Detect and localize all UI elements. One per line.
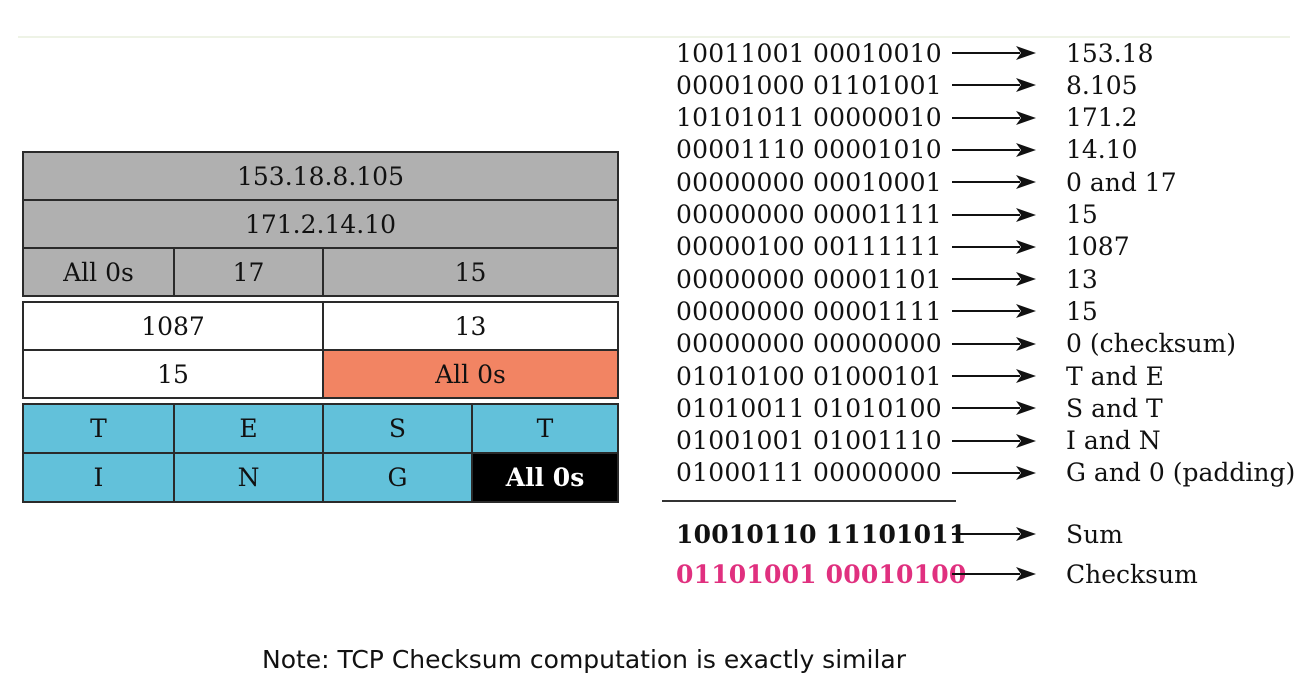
computation-row: 01000111 00000000 G and 0 (padding)	[676, 458, 1295, 488]
data-cell: G	[322, 454, 471, 501]
computation-row: 00000100 00111111 1087	[676, 232, 1130, 262]
decimal-value: S and T	[1066, 393, 1163, 423]
computation-row: 01010100 01000101 T and E	[676, 361, 1164, 391]
length-checksum-row: 15 All 0s	[24, 349, 617, 397]
computation-row: 10101011 00000010 171.2	[676, 103, 1138, 133]
checksum-row: 01101001 00010100 Checksum	[676, 559, 1198, 589]
data-cell: E	[173, 405, 322, 452]
decimal-value: 171.2	[1066, 103, 1138, 133]
binary-value: 01010011 01010100	[676, 393, 942, 423]
decimal-value: G and 0 (padding)	[1066, 458, 1296, 488]
computation-row: 01010011 01010100 S and T	[676, 393, 1163, 423]
computation-row: 00000000 00001111 15	[676, 200, 1098, 230]
binary-value: 00000000 00010001	[676, 167, 942, 197]
decimal-value: 13	[1066, 264, 1098, 294]
computation-row: 00001000 01101001 8.105	[676, 70, 1138, 100]
dest-port-cell: 13	[322, 303, 617, 349]
decimal-value: 14.10	[1066, 135, 1138, 165]
data-row-2: I N G All 0s	[24, 452, 617, 501]
decimal-value: 1087	[1066, 232, 1130, 262]
binary-value: 00001000 01101001	[676, 70, 942, 100]
top-divider	[18, 36, 1290, 38]
protocol-cell: 17	[173, 249, 322, 295]
arrow-icon	[950, 426, 1036, 456]
binary-value: 01000111 00000000	[676, 458, 942, 488]
decimal-value: 8.105	[1066, 70, 1138, 100]
decimal-value: I and N	[1066, 426, 1161, 456]
length-cell: 15	[322, 249, 617, 295]
decimal-value: 0 and 17	[1066, 167, 1177, 197]
sum-divider	[662, 500, 956, 502]
arrow-icon	[950, 167, 1036, 197]
dest-ip-cell: 171.2.14.10	[244, 209, 397, 239]
binary-value: 10011001 00010010	[676, 38, 942, 68]
arrow-icon	[950, 329, 1036, 359]
decimal-value: 153.18	[1066, 38, 1154, 68]
binary-value: 00000000 00001111	[676, 296, 942, 326]
arrow-icon	[950, 559, 1036, 589]
binary-value: 00000000 00000000	[676, 329, 942, 359]
protocol-row: All 0s 17 15	[24, 247, 617, 295]
arrow-icon	[950, 361, 1036, 391]
arrow-icon	[950, 38, 1036, 68]
data-cell: N	[173, 454, 322, 501]
binary-value: 00000000 00001101	[676, 264, 942, 294]
computation-row: 00000000 00001111 15	[676, 296, 1098, 326]
dest-ip-row: 171.2.14.10	[24, 199, 617, 247]
checksum-bits: 01101001 00010100	[676, 559, 967, 589]
data-row-1: T E S T	[24, 405, 617, 452]
data-cell: S	[322, 405, 471, 452]
computation-row: 01001001 01001110 I and N	[676, 426, 1161, 456]
binary-value: 01010100 01000101	[676, 361, 942, 391]
source-port-cell: 1087	[141, 311, 205, 341]
arrow-icon	[950, 393, 1036, 423]
sum-bits: 10010110 11101011	[676, 519, 967, 549]
data-table: T E S T I N G All 0s	[22, 403, 619, 503]
binary-value: 00000000 00001111	[676, 200, 942, 229]
udp-length-cell: 15	[157, 359, 189, 389]
source-ip-row: 153.18.8.105	[24, 153, 617, 199]
computation-row: 10011001 00010010 153.18	[676, 38, 1153, 68]
checksum-label: Checksum	[1066, 559, 1198, 589]
pseudo-header-table: 153.18.8.105 171.2.14.10 All 0s 17 15	[22, 151, 619, 297]
footnote: Note: TCP Checksum computation is exactl…	[262, 645, 906, 674]
data-cell: T	[471, 405, 617, 452]
binary-value: 00000100 00111111	[676, 232, 942, 262]
arrow-icon	[950, 519, 1036, 549]
arrow-icon	[950, 70, 1036, 100]
arrow-icon	[950, 232, 1036, 262]
checksum-field-cell: All 0s	[322, 351, 617, 397]
computation-row: 00001110 00001010 14.10	[676, 135, 1138, 165]
decimal-value: 0 (checksum)	[1066, 329, 1237, 359]
decimal-value: 15	[1066, 200, 1098, 229]
arrow-icon	[950, 458, 1036, 488]
computation-row: 00000000 00010001 0 and 17	[676, 167, 1177, 197]
padding-cell: All 0s	[471, 454, 617, 501]
binary-value: 10101011 00000010	[676, 103, 942, 133]
computation-row: 00000000 00001101 13	[676, 264, 1098, 294]
sum-label: Sum	[1066, 519, 1123, 549]
decimal-value: T and E	[1066, 361, 1164, 391]
ports-row: 1087 13	[24, 303, 617, 349]
arrow-icon	[950, 200, 1036, 230]
udp-header-table: 1087 13 15 All 0s	[22, 301, 619, 399]
sum-row: 10010110 11101011 Sum	[676, 519, 1123, 549]
arrow-icon	[950, 103, 1036, 133]
zeros-cell: All 0s	[63, 257, 134, 287]
binary-value: 01001001 01001110	[676, 426, 942, 456]
computation-row: 00000000 00000000 0 (checksum)	[676, 329, 1236, 359]
arrow-icon	[950, 135, 1036, 165]
data-cell: T	[90, 414, 107, 443]
binary-value: 00001110 00001010	[676, 135, 942, 165]
arrow-icon	[950, 296, 1036, 326]
data-cell: I	[93, 463, 104, 492]
source-ip-cell: 153.18.8.105	[237, 161, 404, 191]
arrow-icon	[950, 264, 1036, 294]
decimal-value: 15	[1066, 296, 1098, 326]
